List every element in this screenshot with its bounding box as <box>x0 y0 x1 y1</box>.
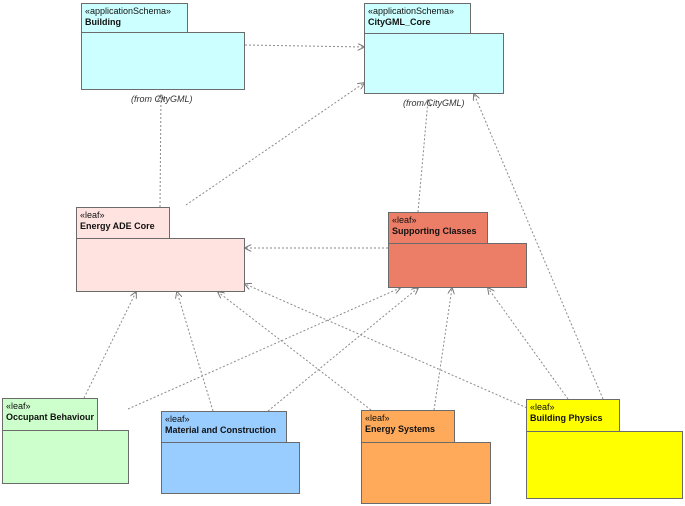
dependency-physics-to-supporting <box>488 288 569 400</box>
dependency-physics-to-energy_core <box>245 284 535 412</box>
package-name: Material and Construction <box>165 425 277 435</box>
package-occupant-behaviour[interactable]: «leaf» Occupant Behaviour <box>2 398 129 484</box>
package-name: Energy Systems <box>365 424 436 434</box>
package-body <box>76 238 245 292</box>
dependency-energy_core-to-building <box>160 95 161 208</box>
package-body <box>526 431 683 499</box>
package-supporting-classes[interactable]: «leaf» Supporting Classes <box>388 212 527 288</box>
dependency-building-to-citygml <box>244 45 364 47</box>
package-name: CityGML_Core <box>368 17 431 27</box>
stereotype-label: «applicationSchema» <box>368 6 455 16</box>
dependency-material-to-supporting <box>267 288 418 412</box>
stereotype-label: «applicationSchema» <box>85 6 172 16</box>
package-body <box>161 442 300 494</box>
stereotype-label: «leaf» <box>530 402 555 412</box>
from-label-citygml-core: (from CityGML) <box>403 98 465 108</box>
package-tab: «leaf» Energy Systems <box>361 410 455 443</box>
package-building-physics[interactable]: «leaf» Building Physics <box>526 399 683 499</box>
package-tab: «leaf» Energy ADE Core <box>76 207 170 239</box>
package-body <box>361 442 491 504</box>
package-tab: «leaf» Building Physics <box>526 399 620 432</box>
package-material-and-construction[interactable]: «leaf» Material and Construction <box>161 411 300 494</box>
package-tab: «leaf» Material and Construction <box>161 411 287 443</box>
dependency-material-to-energy_core <box>177 292 214 412</box>
package-tab: «applicationSchema» CityGML_Core <box>364 3 471 34</box>
package-tab: «applicationSchema» Building <box>81 3 188 33</box>
stereotype-label: «leaf» <box>80 210 105 220</box>
package-body <box>364 33 504 94</box>
package-tab: «leaf» Supporting Classes <box>388 212 488 244</box>
stereotype-label: «leaf» <box>392 215 417 225</box>
from-label-building: (from CityGML) <box>131 94 193 104</box>
package-name: Building Physics <box>530 413 603 423</box>
package-name: Building <box>85 17 121 27</box>
dependency-energy_sys-to-energy_core <box>218 292 372 411</box>
package-body <box>388 243 527 288</box>
package-name: Occupant Behaviour <box>6 412 95 422</box>
dependency-energy_core-to-citygml <box>185 83 364 206</box>
dependency-supporting-to-citygml <box>417 100 428 213</box>
dependency-occupant-to-energy_core <box>83 292 136 399</box>
dependency-occupant-to-supporting <box>127 288 400 410</box>
stereotype-label: «leaf» <box>365 413 390 423</box>
package-energy-ade-core[interactable]: «leaf» Energy ADE Core <box>76 207 245 292</box>
dependency-energy_sys-to-supporting <box>433 288 452 411</box>
package-body <box>2 430 129 484</box>
package-name: Energy ADE Core <box>80 221 155 231</box>
stereotype-label: «leaf» <box>6 401 31 411</box>
package-name: Supporting Classes <box>392 226 477 236</box>
package-energy-systems[interactable]: «leaf» Energy Systems <box>361 410 491 504</box>
dependency-physics-to-citygml <box>474 94 604 400</box>
package-citygml-core[interactable]: «applicationSchema» CityGML_Core <box>364 3 504 94</box>
package-building[interactable]: «applicationSchema» Building <box>81 3 245 90</box>
package-body <box>81 32 245 90</box>
stereotype-label: «leaf» <box>165 414 190 424</box>
package-tab: «leaf» Occupant Behaviour <box>2 398 98 431</box>
